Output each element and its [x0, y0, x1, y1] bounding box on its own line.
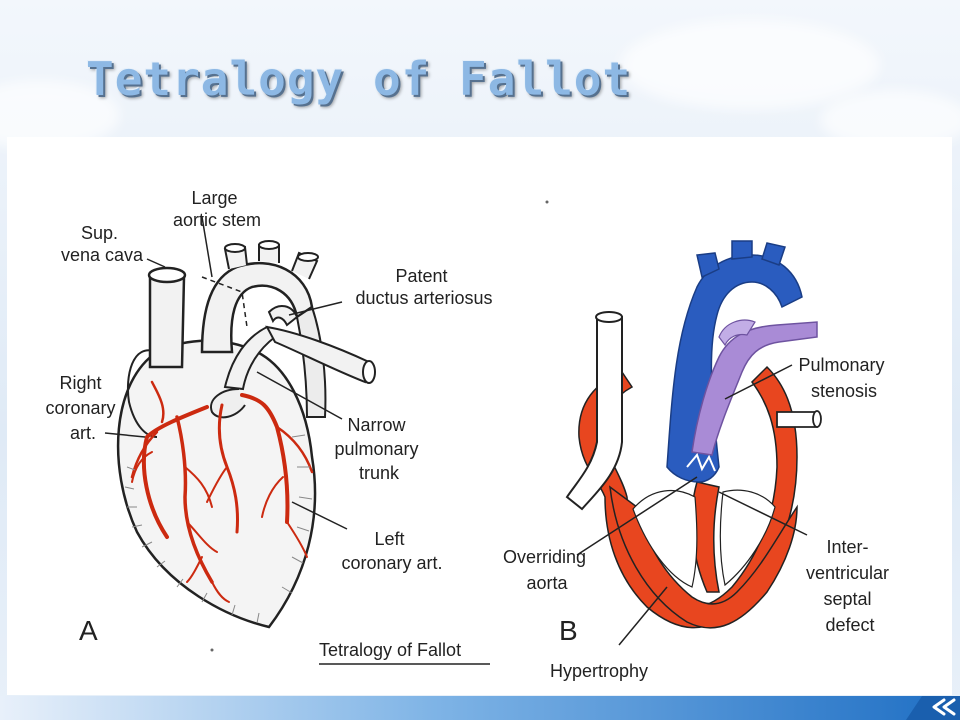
panel-letter-b: B — [559, 615, 578, 646]
heart-b-hypertrophy — [609, 485, 798, 629]
heart-diagram-svg: Large aortic stem Sup. vena cava Patent … — [45, 188, 894, 681]
heart-a-leader-lines — [104, 216, 348, 530]
heart-b-leader-lines — [576, 364, 808, 646]
speck — [545, 200, 549, 204]
label-hypertrophy: Hypertrophy — [550, 661, 648, 681]
heart-b-sup-vena-cava — [565, 316, 623, 511]
heart-a-coronary-arteries — [130, 380, 314, 603]
speck — [210, 648, 214, 652]
label-sup-vena-cava: Sup. vena cava — [61, 223, 144, 265]
label-narrow-pulmonary: Narrow pulmonary trunk — [334, 415, 423, 483]
figure-caption: Tetralogy of Fallot — [319, 640, 461, 660]
heart-a: Large aortic stem Sup. vena cava Patent … — [45, 188, 493, 665]
chevron-left-icon[interactable] — [904, 694, 960, 720]
label-left-coronary: Left coronary art. — [341, 529, 442, 573]
heart-a-right-atrium — [126, 349, 158, 438]
slide-title: Tetralogy of Fallot — [86, 52, 632, 106]
label-right-coronary: Right coronary art. — [45, 373, 120, 443]
label-interventricular-septal-defect: Inter- ventricular septal defect — [806, 537, 894, 635]
heart-b: Pulmonary stenosis Overriding aorta Inte… — [503, 240, 894, 681]
heart-a-sup-vena-cava — [148, 276, 186, 369]
label-patent-ductus: Patent ductus arteriosus — [355, 266, 492, 308]
label-pulmonary-stenosis: Pulmonary stenosis — [798, 355, 889, 401]
panel-letter-a: A — [79, 615, 98, 646]
label-overriding-aorta: Overriding aorta — [503, 547, 591, 593]
slide-footer-bar — [0, 696, 960, 720]
heart-b-pulmonary-trunk — [691, 321, 818, 456]
label-large-aortic-stem: Large aortic stem — [173, 188, 261, 230]
heart-a-shading — [124, 434, 313, 624]
background-cloud — [620, 20, 880, 110]
diagram-figure: Large aortic stem Sup. vena cava Patent … — [7, 137, 952, 695]
